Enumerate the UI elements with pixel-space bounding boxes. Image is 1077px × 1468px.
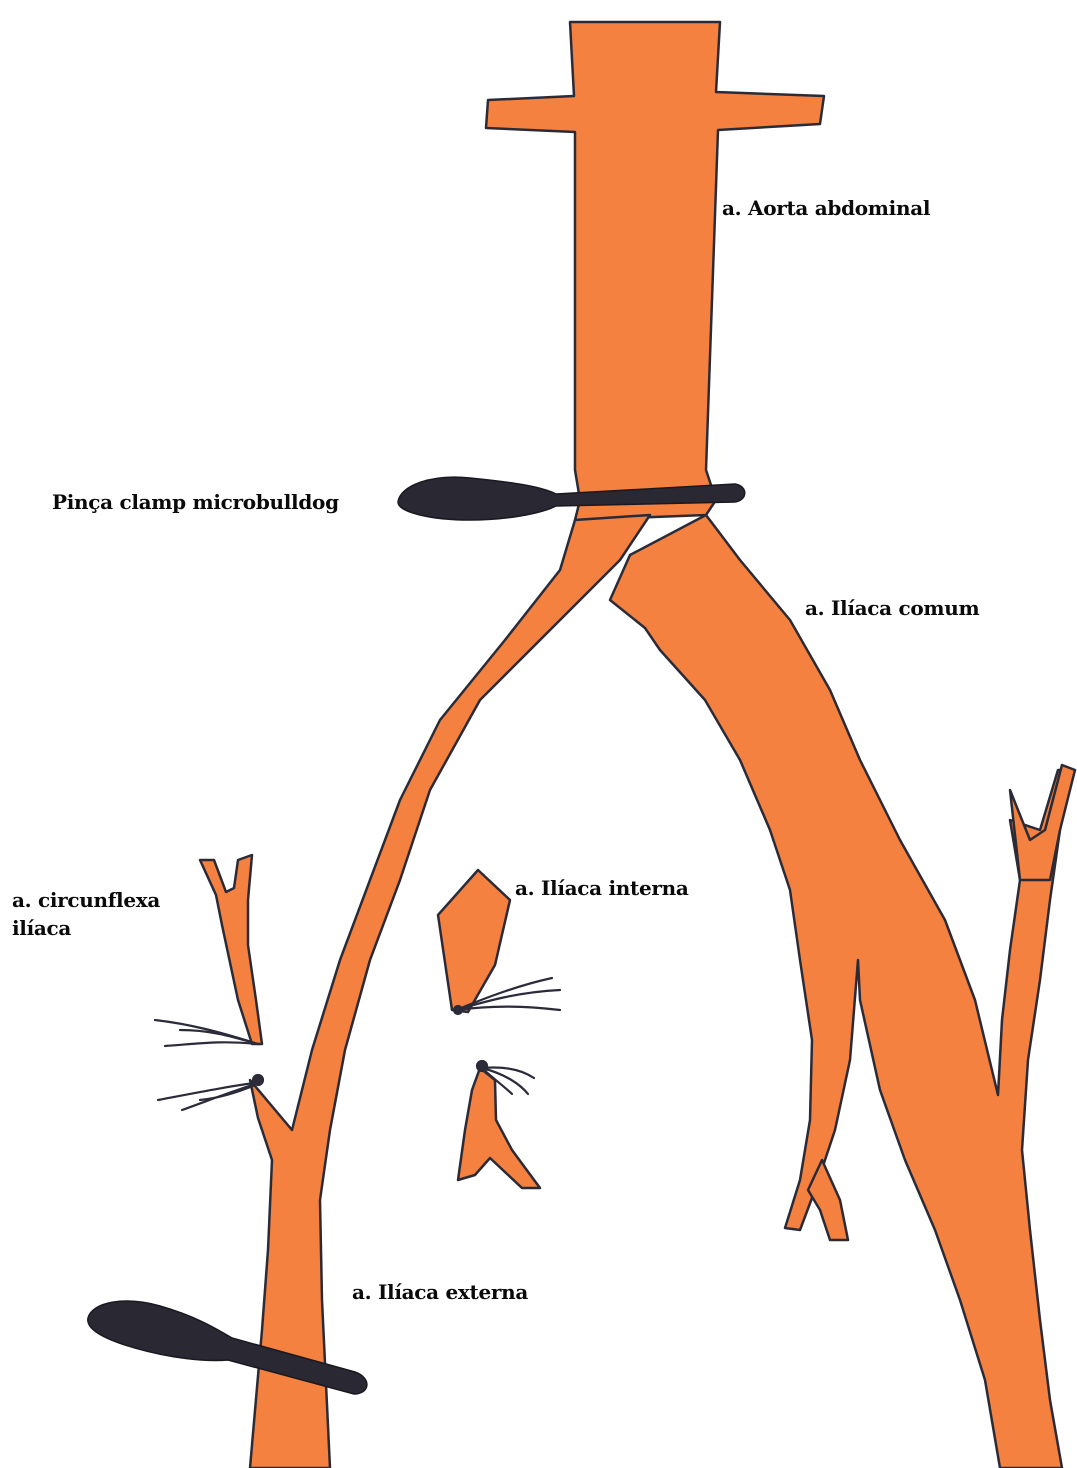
internal-iliac-lower-piece	[458, 1068, 540, 1188]
label-iliaca-externa: a. Ilíaca externa	[352, 1280, 528, 1304]
label-iliaca-interna: a. Ilíaca interna	[515, 876, 689, 900]
internal-iliac-stub	[438, 870, 510, 1012]
circumflex-iliac-vessel	[200, 855, 262, 1044]
right-iliac-vessel	[610, 515, 1070, 1468]
suture-circumflex-bottom	[158, 1075, 263, 1110]
label-circunflexa-line1: a. circunflexa	[12, 888, 160, 912]
label-circunflexa-line2: ilíaca	[12, 916, 71, 940]
label-iliaca-comum: a. Ilíaca comum	[805, 596, 979, 620]
suture-circumflex-top	[155, 1020, 258, 1046]
aorta-abdominal-vessel	[486, 22, 824, 520]
label-aorta-abdominal: a. Aorta abdominal	[722, 196, 930, 220]
label-clamp: Pinça clamp microbulldog	[52, 490, 339, 514]
